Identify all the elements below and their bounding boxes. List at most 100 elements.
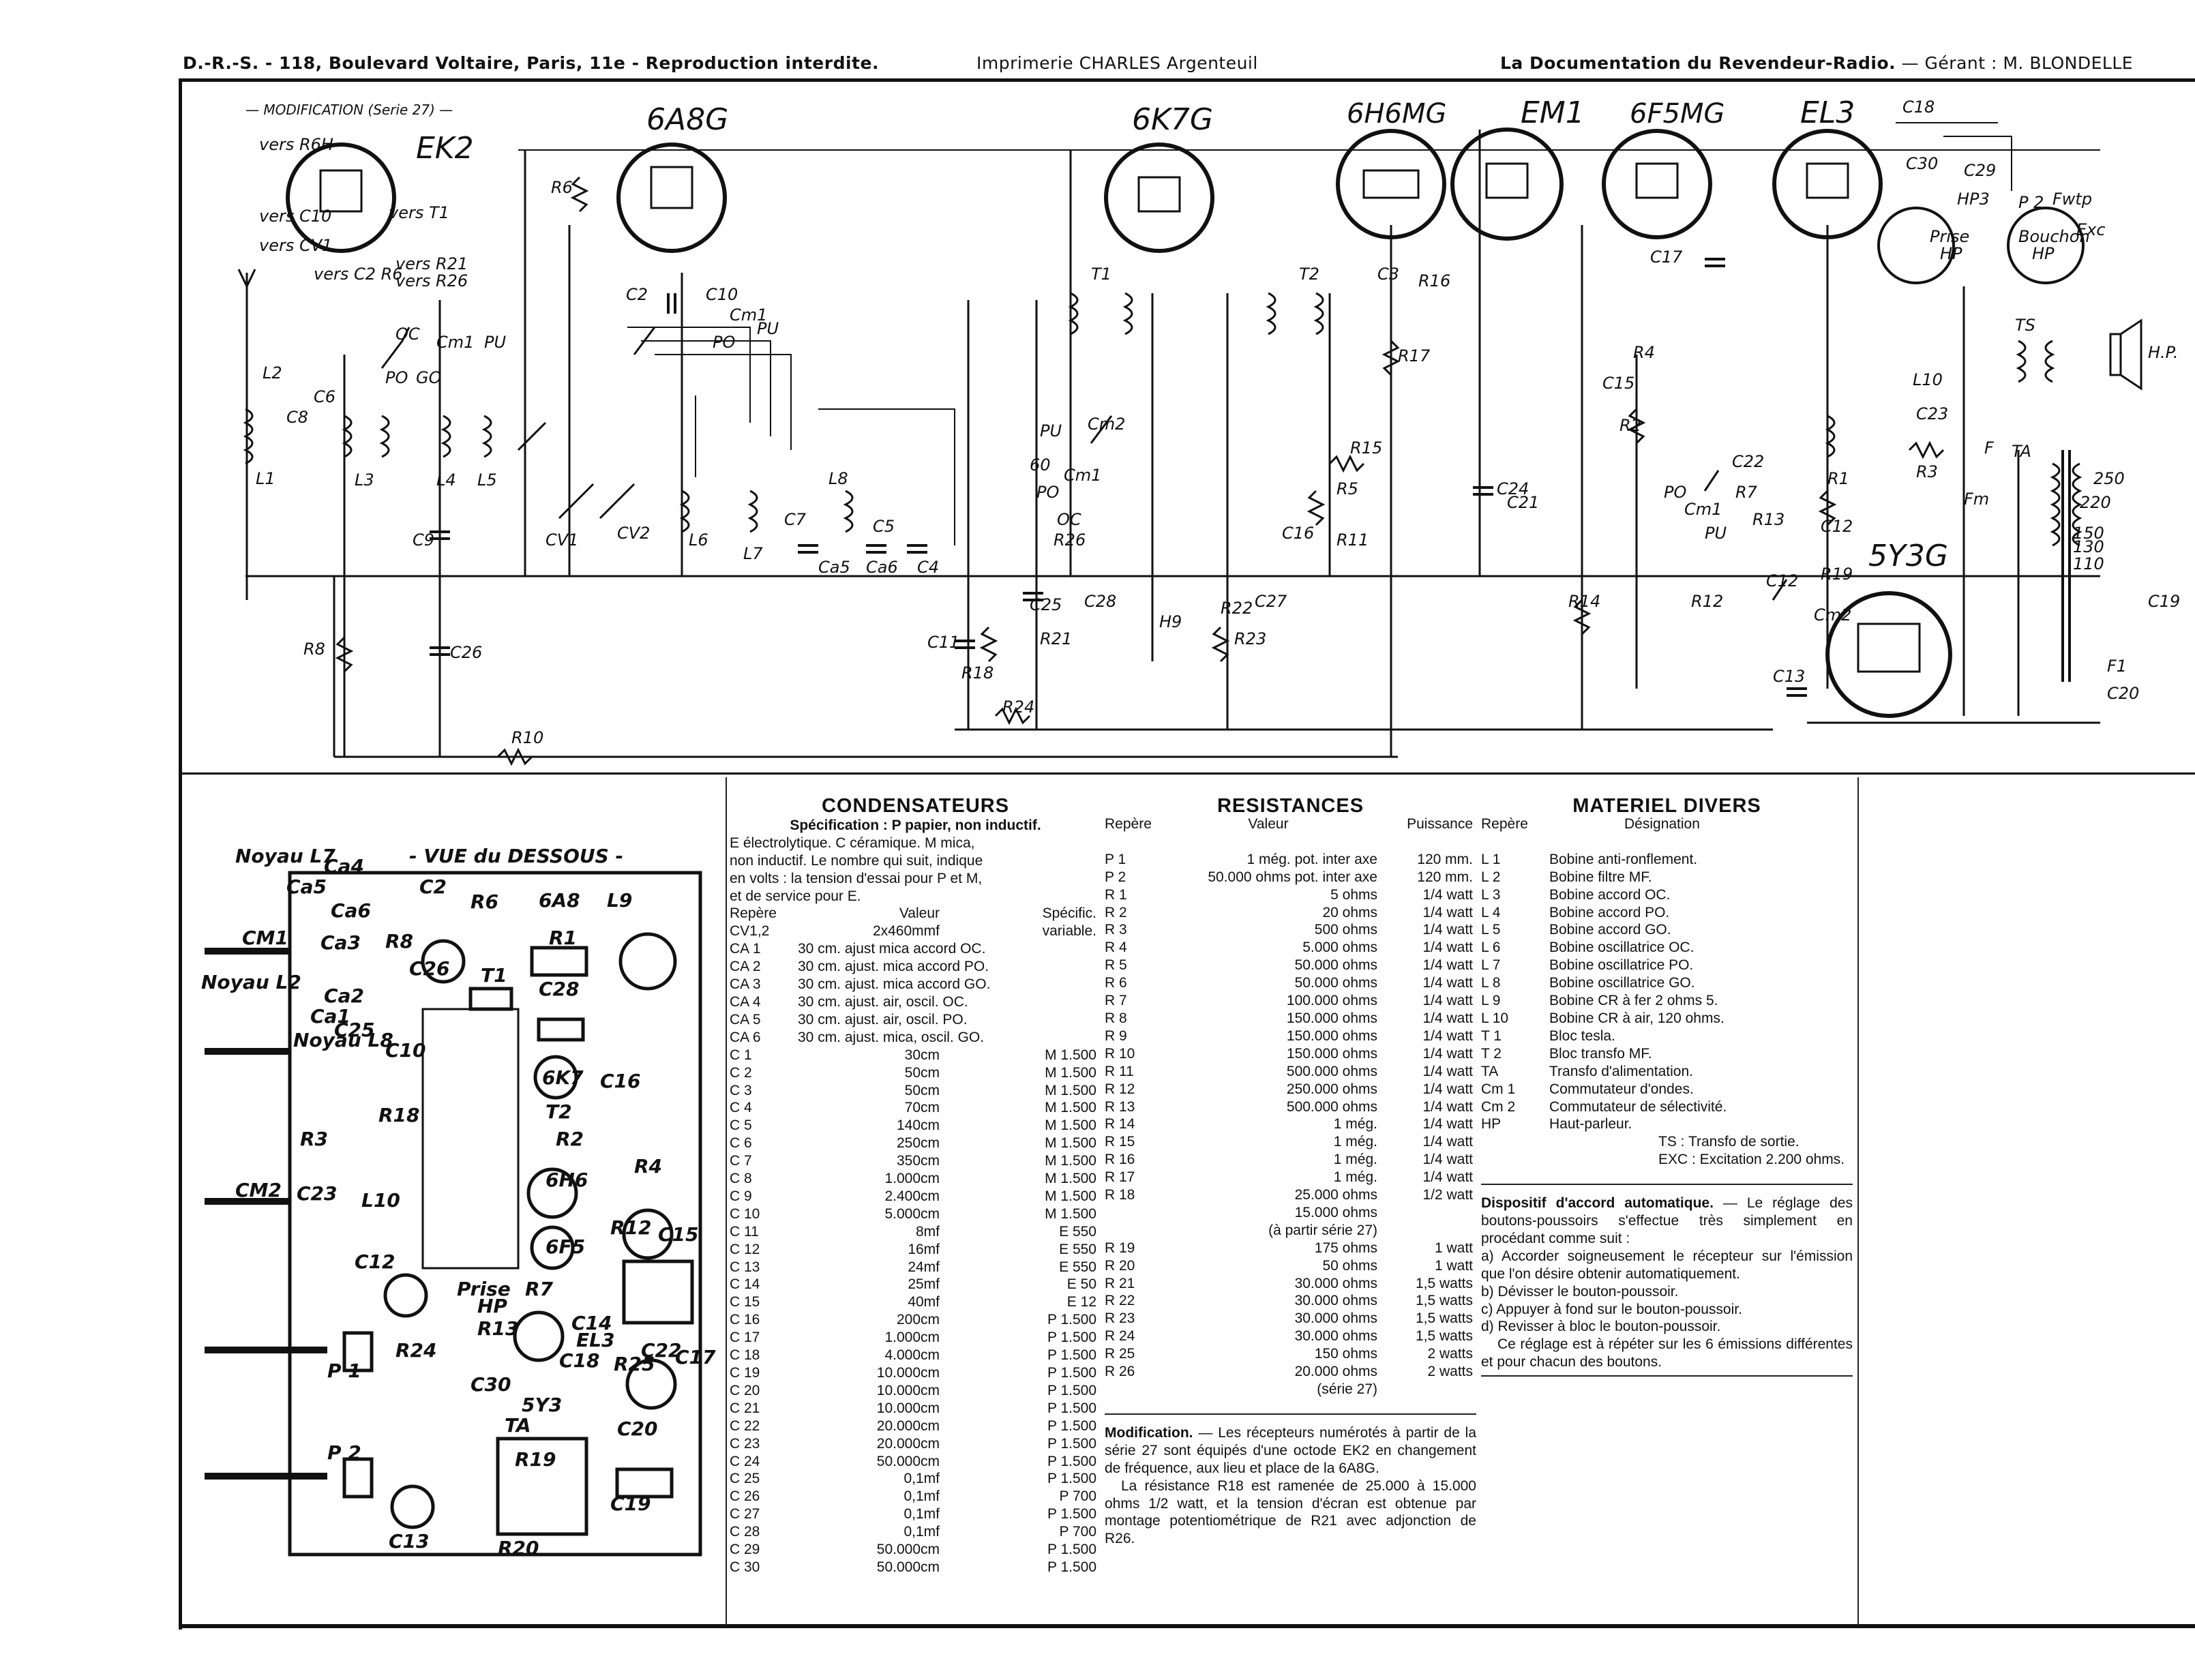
- materiel-row-cell: L 6: [1481, 940, 1501, 956]
- col-repere: Repère: [730, 905, 777, 922]
- materiel-header: Repère Désignation: [1481, 815, 1853, 833]
- svg-text:C15: C15: [1602, 374, 1634, 393]
- svg-text:C18: C18: [1902, 97, 1935, 117]
- svg-text:R18: R18: [961, 663, 994, 682]
- resistance-row-cell: 1/4 watt: [1422, 1152, 1473, 1168]
- svg-text:C17: C17: [675, 1346, 716, 1368]
- resistance-row: 15.000 ohms: [1105, 1204, 1476, 1222]
- svg-text:R7: R7: [1735, 483, 1758, 502]
- resistance-row-cell: R 17: [1105, 1169, 1135, 1186]
- svg-text:CM2: CM2: [235, 1179, 282, 1201]
- svg-text:R2: R2: [556, 1128, 584, 1150]
- svg-text:6F5: 6F5: [546, 1235, 585, 1258]
- resistance-row-cell: R 14: [1105, 1116, 1135, 1132]
- condensateur-row-cell: CA 1: [730, 941, 761, 957]
- resistance-row-cell: R 2: [1105, 904, 1127, 920]
- frame-left: [179, 78, 182, 1630]
- condensateur-row-cell: C 4: [730, 1100, 752, 1116]
- dispositif-closing: Ce réglage est à répéter sur les 6 émiss…: [1481, 1336, 1853, 1370]
- materiel-row-cell: TA: [1481, 1063, 1499, 1079]
- svg-text:220: 220: [2080, 493, 2111, 512]
- svg-text:C28: C28: [539, 978, 580, 1000]
- condensateur-row-cell: 10.000cm: [876, 1365, 940, 1381]
- condensateur-row-cell: 16mf: [908, 1241, 940, 1257]
- svg-text:R7: R7: [525, 1278, 554, 1300]
- materiel-row-cell: L 7: [1481, 957, 1501, 974]
- svg-text:Ca3: Ca3: [320, 931, 361, 954]
- svg-text:H.P.: H.P.: [2148, 343, 2178, 362]
- resistance-row-cell: 20.000 ohms: [1294, 1364, 1377, 1380]
- resistance-row-cell: 1/4 watt: [1422, 1010, 1473, 1026]
- resistance-row-cell: [1377, 1222, 1473, 1240]
- resistance-row-cell: 1 még.: [1333, 1152, 1377, 1168]
- svg-text:vers T1: vers T1: [389, 203, 449, 222]
- condensateur-row-cell: C 17: [730, 1330, 760, 1346]
- svg-text:R18: R18: [378, 1104, 420, 1126]
- condensateur-row-cell: C 26: [730, 1488, 760, 1505]
- condensateur-row-cell: P 1.500: [1047, 1312, 1096, 1328]
- svg-text:C7: C7: [784, 510, 807, 529]
- materiel-row-cell: L 1: [1481, 851, 1501, 867]
- svg-text:C18: C18: [559, 1349, 600, 1372]
- svg-text:C20: C20: [2107, 684, 2139, 703]
- svg-text:Prise: Prise: [457, 1278, 511, 1300]
- condensateur-row-cell: P 1.500: [1047, 1542, 1096, 1558]
- resistance-row-cell: [1105, 1204, 1159, 1222]
- condensateur-row-cell: M 1.500: [1045, 1064, 1096, 1081]
- svg-text:C19: C19: [2148, 592, 2180, 611]
- resistance-row-cell: R 13: [1105, 1098, 1135, 1115]
- condensateur-row-cell: E 550: [1059, 1223, 1096, 1240]
- resistance-row-cell: [1105, 1381, 1159, 1398]
- svg-text:Cm2: Cm2: [1088, 415, 1125, 434]
- col-repere: Repère: [1481, 815, 1528, 832]
- resistance-row-cell: 1,5 watts: [1415, 1328, 1473, 1345]
- tube-em1: EM1: [1521, 95, 1585, 130]
- condensateur-row-cell: 5.000cm: [884, 1205, 940, 1222]
- svg-text:R24: R24: [395, 1339, 437, 1362]
- condensateur-row-cell: CA 4: [730, 993, 761, 1010]
- resistance-row-cell: P 1: [1105, 851, 1126, 867]
- resistance-row-cell: R 18: [1105, 1187, 1135, 1203]
- resistance-row-cell: 100.000 ohms: [1286, 993, 1377, 1009]
- condensateur-row-cell: P 1.500: [1047, 1382, 1096, 1398]
- svg-text:Cm1: Cm1: [730, 305, 767, 325]
- condensateur-row-cell: C 25: [730, 1471, 760, 1487]
- spec-line: E électrolytique. C céramique. M mica,: [730, 835, 975, 851]
- condensateur-row-cell: P 1.500: [1047, 1506, 1096, 1522]
- svg-text:R12: R12: [610, 1216, 652, 1239]
- materiel-title: MATERIEL DIVERS: [1572, 795, 1761, 817]
- resistance-row-cell: 1 még.: [1333, 1134, 1377, 1150]
- svg-text:GO: GO: [416, 368, 442, 387]
- svg-text:R19: R19: [1821, 565, 1853, 584]
- svg-text:C23: C23: [297, 1182, 338, 1205]
- materiel-row-cell: L 5: [1481, 922, 1501, 938]
- condensateur-row-cell: E 50: [1066, 1276, 1096, 1293]
- svg-text:Fwtp: Fwtp: [2052, 190, 2092, 209]
- condensateur-row-cell: C 15: [730, 1294, 760, 1310]
- condensateur-row-cell: M 1.500: [1045, 1135, 1096, 1152]
- resistance-row-cell: 1/4 watt: [1422, 940, 1473, 956]
- svg-text:C29: C29: [1964, 161, 1996, 180]
- svg-text:C21: C21: [1507, 493, 1539, 512]
- svg-text:R15: R15: [1350, 438, 1382, 457]
- svg-text:L3: L3: [355, 470, 374, 490]
- condensateur-row-cell: 1.000cm: [884, 1171, 940, 1187]
- svg-text:6A8: 6A8: [539, 889, 580, 912]
- svg-text:PO: PO: [1036, 483, 1059, 502]
- condensateurs-header: Repère Valeur Spécific.: [730, 905, 1101, 922]
